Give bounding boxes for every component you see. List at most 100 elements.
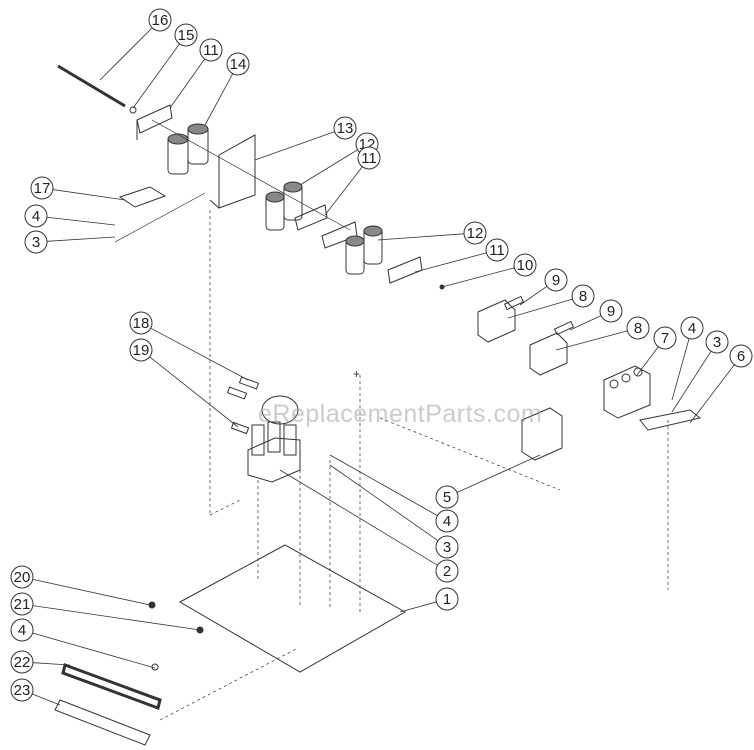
callout-circle [30,176,54,200]
callout-circle [129,338,153,362]
fuse [230,421,250,435]
callout-circle [571,284,595,308]
callout-number: 16 [152,12,169,29]
overload-relay [521,407,563,461]
callout-number: 17 [34,180,51,197]
callout-number: 9 [607,303,615,320]
leader-line [279,469,438,566]
callout-circle [705,330,729,354]
callout-number: 4 [688,320,696,337]
fuse-holder [529,332,568,376]
callout-circle [333,116,357,140]
callout-number: 3 [713,334,721,351]
callout-17: 17 [30,176,126,201]
callout-1: 1 [399,587,459,613]
callout-circle [199,38,223,62]
callout-number: 3 [32,234,40,251]
marker-strip [54,699,151,746]
callout-circle [435,559,459,583]
fuse [238,376,260,390]
leader-line [46,216,116,226]
leader-line [32,693,61,706]
callout-number: 13 [337,120,354,137]
leader-line [414,252,487,273]
callout-circle [357,146,381,170]
leader-line [329,454,438,516]
leader-line [555,330,628,351]
callout-number: 1 [443,591,451,608]
callout-circle [435,509,459,533]
callout-16: 16 [99,8,172,81]
callout-number: 11 [203,42,219,59]
leader-line [671,351,712,413]
callout-circle [435,587,459,611]
leader-line [32,662,71,666]
callout-circle [148,8,172,32]
callout-number: 7 [661,330,669,347]
leader-line [132,43,180,109]
callout-3: 3 [671,330,729,413]
callout-circle [10,592,34,616]
callout-circle [10,618,34,642]
callout-number: 8 [579,288,587,305]
capacitor-pair-top [167,123,209,175]
callout-circle [174,23,198,47]
callout-circle [10,678,34,702]
leader-line [441,267,515,288]
leader-line [507,298,573,319]
threaded-rod [57,64,126,108]
callout-circle [485,238,509,262]
callout-10: 10 [441,253,537,288]
svg-text:+: + [353,367,360,381]
callout-circle [653,326,677,350]
fuse [226,386,248,400]
contactor [603,365,651,419]
callout-22: 22 [10,650,71,674]
callout-9: 9 [519,268,568,306]
callout-number: 8 [634,320,642,337]
callout-number: 11 [489,242,505,259]
leader-line [169,58,205,109]
capacitor-pair-lower [345,225,383,275]
callout-11: 11 [414,238,509,273]
capacitor-bracket [136,104,173,140]
callout-4: 4 [329,454,459,533]
callout-number: 19 [133,342,150,359]
capacitor-bracket [294,204,328,231]
callout-4: 4 [24,204,116,228]
callout-circle [626,316,650,340]
mounting-plate [209,134,256,209]
terminal-strip [61,663,162,710]
leader-line [52,189,126,201]
callout-circle [680,316,704,340]
callout-number: 5 [443,489,451,506]
insulator-pad [118,186,167,208]
callout-13: 13 [254,116,357,161]
callout-number: 4 [32,208,40,225]
callout-4: 4 [10,618,156,669]
callout-number: 21 [14,596,31,613]
callout-circle [129,311,153,335]
leader-line [329,464,439,542]
base-plate [178,544,407,673]
callout-number: 23 [14,682,31,699]
callout-7: 7 [636,326,677,376]
leader-line [149,356,239,428]
callout-23: 23 [10,678,61,706]
leader-line [99,27,153,81]
leader-line [150,327,249,381]
callout-14: 14 [204,52,250,126]
callout-4: 4 [671,316,704,401]
callout-circle [435,485,459,509]
callout-12: 12 [377,221,487,245]
leader-line [377,233,465,241]
callout-5: 5 [435,454,541,509]
capacitor-pair-middle [265,181,303,231]
callout-number: 10 [517,257,534,274]
callout-circle [24,204,48,228]
callout-6: 6 [689,344,753,424]
callout-number: 22 [14,654,31,671]
callout-circle [544,268,568,292]
callout-number: 11 [361,150,377,167]
